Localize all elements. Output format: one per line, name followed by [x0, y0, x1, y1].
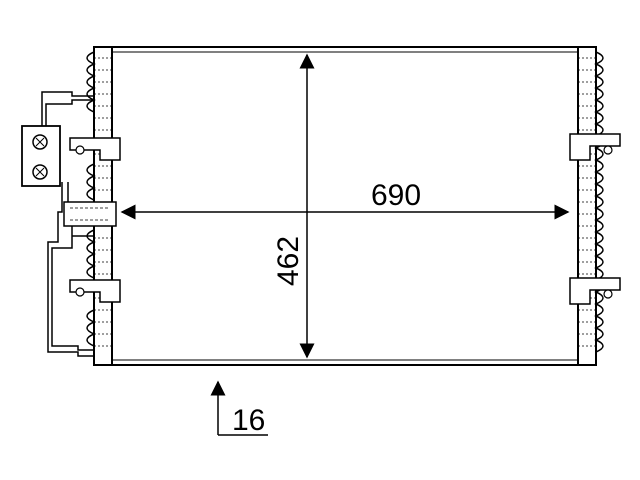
- height-dimension: 462: [272, 53, 315, 359]
- right-mounting-bracket-lower: [569, 277, 621, 305]
- depth-indicator: 16: [210, 380, 268, 437]
- left-mounting-bracket-upper: [69, 137, 121, 161]
- left-mounting-bracket-lower: [69, 279, 121, 303]
- depth-label: 16: [232, 404, 265, 437]
- right-mounting-bracket-upper: [569, 133, 621, 161]
- condenser-core: [111, 46, 579, 366]
- pipe-clamp: [63, 201, 117, 227]
- width-label: 690: [371, 179, 421, 212]
- height-label: 462: [272, 236, 305, 286]
- right-header-tank: [577, 46, 604, 366]
- pipe-connection-block: [21, 125, 61, 187]
- width-dimension: 690: [120, 179, 570, 220]
